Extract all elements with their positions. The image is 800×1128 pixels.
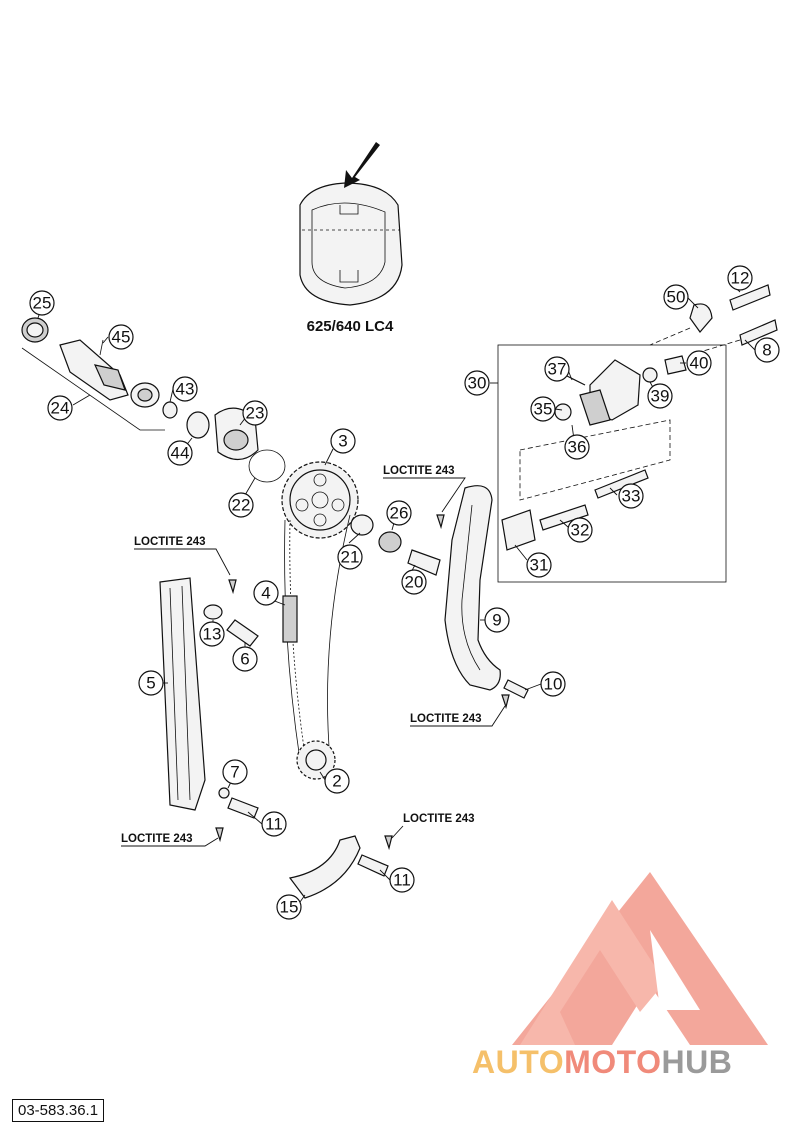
svg-text:22: 22 [232,496,251,515]
svg-text:8: 8 [762,341,771,360]
callout-50: 50 [663,284,689,310]
svg-text:40: 40 [690,354,709,373]
chain-tensioner-rail [444,485,501,691]
arrow-icon [344,142,380,188]
callout-25: 25 [29,290,55,316]
svg-text:9: 9 [492,611,501,630]
svg-text:6: 6 [240,650,249,669]
cam-detail-inset [299,142,403,306]
svg-text:36: 36 [568,438,587,457]
watermark-hub: HUB [661,1044,733,1080]
svg-text:43: 43 [176,380,195,399]
callout-45: 45 [108,324,134,350]
callout-39: 39 [647,383,673,409]
loctite-note-4: LOCTITE 243 [121,833,193,845]
callout-44: 44 [167,440,193,466]
crankshaft-sprocket [296,740,336,780]
watermark-auto: AUTO [472,1044,565,1080]
callout-35: 35 [530,396,556,422]
svg-text:30: 30 [468,374,487,393]
callout-8: 8 [754,337,780,363]
svg-text:12: 12 [731,269,750,288]
svg-text:39: 39 [651,387,670,406]
callout-40: 40 [686,350,712,376]
svg-text:37: 37 [548,360,567,379]
callouts: 2 3 4 5 6 7 8 9 10 11 11 12 13 15 20 21 … [29,265,780,920]
chain-guide-rail [159,577,206,811]
watermark-text: AUTOMOTOHUB [472,1044,732,1081]
svg-text:11: 11 [265,815,283,834]
svg-text:26: 26 [390,504,409,523]
svg-text:10: 10 [544,675,563,694]
svg-text:50: 50 [667,288,686,307]
svg-text:44: 44 [171,444,190,463]
callout-15: 15 [276,894,302,920]
svg-text:5: 5 [146,674,155,693]
svg-text:4: 4 [261,584,270,603]
callout-13: 13 [199,621,225,647]
callout-43: 43 [172,376,198,402]
drawing-code: 03-583.36.1 [12,1099,105,1122]
callout-10: 10 [540,671,566,697]
fasteners [203,284,778,877]
callout-37: 37 [544,356,570,382]
callout-32: 32 [567,517,593,543]
callout-31: 31 [526,552,552,578]
svg-text:31: 31 [530,556,549,575]
chain-tensioner-group [497,327,741,583]
callout-36: 36 [564,434,590,460]
callout-30: 30 [464,370,490,396]
svg-text:15: 15 [280,898,299,917]
callout-2: 2 [324,768,350,794]
svg-text:25: 25 [33,294,52,313]
svg-text:33: 33 [622,487,641,506]
callout-9: 9 [484,607,510,633]
camshaft-sprocket [281,461,402,553]
svg-text:32: 32 [571,521,590,540]
callout-12: 12 [727,265,753,291]
svg-text:20: 20 [405,573,424,592]
loctite-notes: LOCTITE 243 LOCTITE 243 LOCTITE 243 LOCT… [121,465,506,847]
callout-3: 3 [330,428,356,454]
svg-text:3: 3 [338,432,347,451]
svg-text:21: 21 [341,548,360,567]
watermark-moto: MOTO [564,1044,662,1080]
callout-11b: 11 [389,867,415,893]
callout-4: 4 [253,580,279,606]
callout-11a: 11 [261,811,287,837]
svg-text:2: 2 [332,772,341,791]
svg-text:45: 45 [112,328,131,347]
svg-text:7: 7 [230,763,239,782]
callout-22: 22 [228,492,254,518]
svg-text:11: 11 [393,871,411,890]
callout-7: 7 [222,759,248,785]
callout-33: 33 [618,483,644,509]
callout-21: 21 [337,544,363,570]
svg-text:35: 35 [534,400,553,419]
svg-text:13: 13 [203,625,222,644]
watermark-logo [512,872,768,1045]
svg-text:24: 24 [51,399,70,418]
callout-6: 6 [232,646,258,672]
callout-20: 20 [401,569,427,595]
svg-text:23: 23 [246,404,265,423]
loctite-note-2: LOCTITE 243 [383,465,455,477]
model-label: 625/640 LC4 [306,318,394,335]
callout-24: 24 [47,395,73,421]
chain-guide-bracket [288,835,361,899]
loctite-note-1: LOCTITE 243 [134,536,206,548]
loctite-note-3: LOCTITE 243 [410,713,482,725]
callout-23: 23 [242,400,268,426]
callout-5: 5 [138,670,164,696]
callout-26: 26 [386,500,412,526]
loctite-note-5: LOCTITE 243 [403,813,475,825]
